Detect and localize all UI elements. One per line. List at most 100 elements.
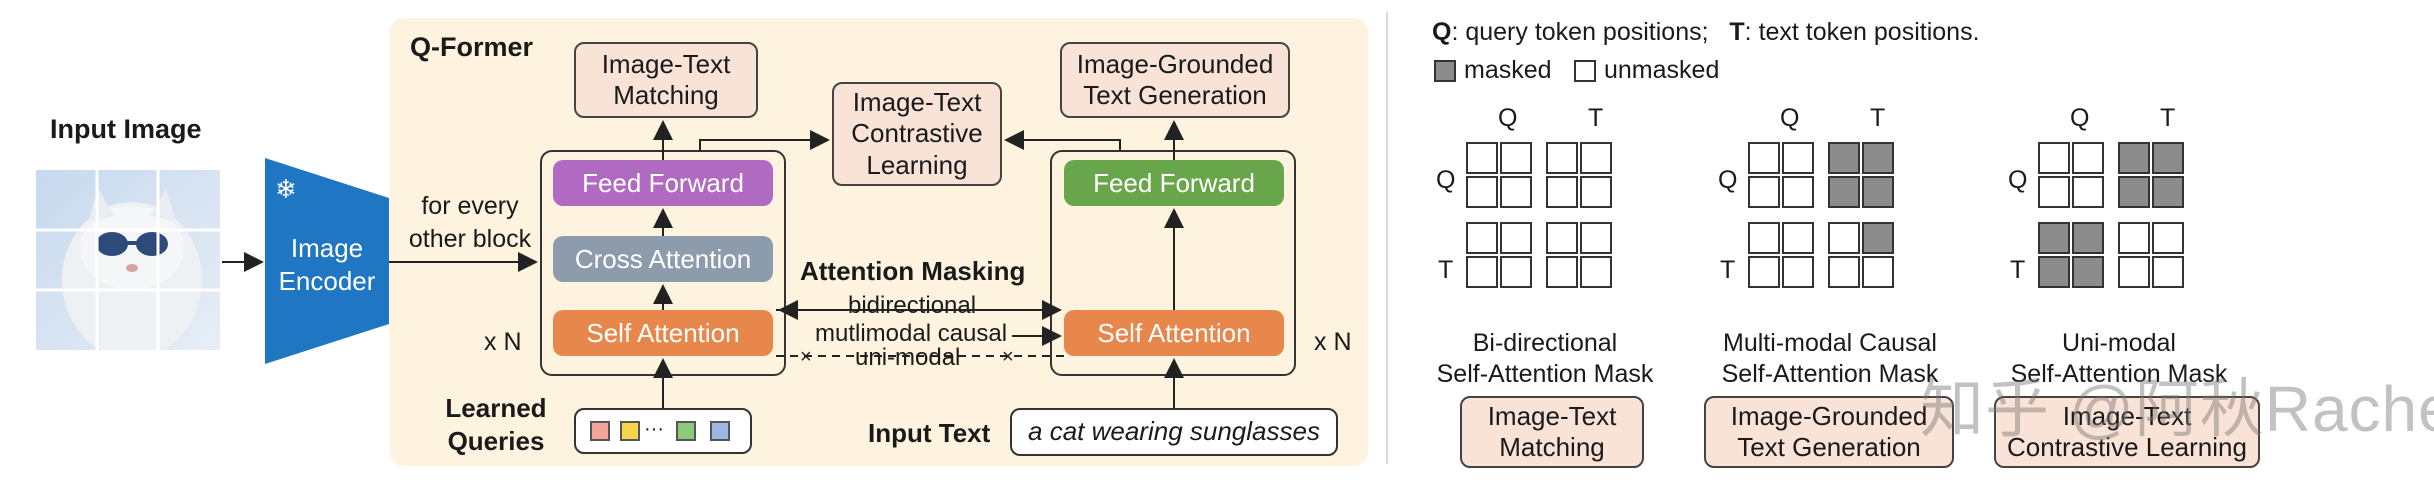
unmasked-cell bbox=[1580, 222, 1612, 254]
unmasked-cell bbox=[1580, 256, 1612, 288]
mask-cell bbox=[2152, 210, 2186, 256]
unmasked-cell bbox=[2038, 176, 2070, 208]
unmasked-cell bbox=[1546, 222, 1578, 254]
legend-masked-label: masked bbox=[1464, 56, 1552, 84]
mask-cell bbox=[1782, 210, 1816, 256]
mask-cell bbox=[1466, 142, 1500, 176]
input-image bbox=[36, 170, 220, 350]
attention-masking-title: Attention Masking bbox=[800, 256, 1026, 286]
bidirectional-label: bidirectional bbox=[848, 292, 977, 319]
mask-cell bbox=[1782, 176, 1816, 210]
mask-cell bbox=[2072, 142, 2106, 176]
mask2-t-row-label: T bbox=[1720, 256, 1736, 284]
mask-cell bbox=[1748, 256, 1782, 290]
query-ellipsis: ··· bbox=[644, 418, 664, 440]
unmasked-cell bbox=[2118, 256, 2150, 288]
unmasked-cell bbox=[2118, 222, 2150, 254]
unmasked-cell bbox=[1466, 176, 1498, 208]
mask-cell bbox=[1748, 210, 1782, 256]
mask-cell bbox=[1862, 210, 1896, 256]
mask-cell bbox=[1534, 210, 1580, 256]
unmasked-cell bbox=[1748, 142, 1780, 174]
masked-cell bbox=[1828, 142, 1860, 174]
masked-cell bbox=[2118, 176, 2150, 208]
mask-cell bbox=[2038, 142, 2072, 176]
mask-cell bbox=[1816, 176, 1862, 210]
xn-right: x N bbox=[1314, 328, 1352, 356]
input-image-label: Input Image bbox=[50, 114, 202, 144]
unmasked-cell bbox=[2152, 222, 2184, 254]
unmasked-cell bbox=[1782, 256, 1814, 288]
query-token-green bbox=[676, 421, 696, 441]
mask-cell bbox=[1580, 176, 1614, 210]
masked-cell bbox=[2038, 256, 2070, 288]
unmasked-cell bbox=[1748, 256, 1780, 288]
mask-cell bbox=[2106, 142, 2152, 176]
masked-cell bbox=[2072, 222, 2104, 254]
svg-text:×: × bbox=[1002, 346, 1014, 368]
legend-unmasked-swatch bbox=[1574, 60, 1596, 82]
query-token-blue bbox=[710, 421, 730, 441]
mask-cell bbox=[1748, 142, 1782, 176]
mask-cell bbox=[1534, 256, 1580, 290]
unmasked-cell bbox=[2072, 176, 2104, 208]
mask1-caption: Bi-directional Self-Attention Mask bbox=[1436, 329, 1654, 389]
feed-forward-left: Feed Forward bbox=[553, 160, 773, 206]
mask3-t-col-label: T bbox=[2160, 104, 2176, 132]
masked-cell bbox=[1828, 176, 1860, 208]
xn-left: x N bbox=[484, 328, 522, 356]
mask3-task: Image-Text Contrastive Learning bbox=[1994, 396, 2260, 468]
mask1-task: Image-Text Matching bbox=[1460, 396, 1644, 468]
unmasked-cell bbox=[1782, 142, 1814, 174]
unmasked-cell bbox=[1580, 142, 1612, 174]
legend-line-1: Q: query token positions; T: text token … bbox=[1432, 18, 1980, 47]
input-text-box: a cat wearing sunglasses bbox=[1010, 408, 1338, 456]
self-attention-left: Self Attention bbox=[553, 310, 773, 356]
mask-cell bbox=[2152, 142, 2186, 176]
unmasked-cell bbox=[1782, 176, 1814, 208]
self-attention-right: Self Attention bbox=[1064, 310, 1284, 356]
mask3-t-row-label: T bbox=[2010, 256, 2026, 284]
masked-cell bbox=[1862, 222, 1894, 254]
mask-cell bbox=[2106, 256, 2152, 290]
qformer-title: Q-Former bbox=[410, 32, 534, 62]
for-every-other-block-label: for every other block bbox=[408, 192, 532, 253]
unmasked-cell bbox=[1782, 222, 1814, 254]
unmasked-cell bbox=[1828, 256, 1860, 288]
legend-q-text: : query token positions; bbox=[1451, 18, 1709, 46]
masked-cell bbox=[2072, 256, 2104, 288]
mask-cell bbox=[1816, 210, 1862, 256]
legend-masked-swatch bbox=[1434, 60, 1456, 82]
itc-box: Image-Text Contrastive Learning bbox=[832, 82, 1002, 186]
image-encoder-label: Image Encoder bbox=[278, 233, 376, 296]
mask1-grid bbox=[1466, 142, 1614, 290]
masked-cell bbox=[1862, 176, 1894, 208]
mask3-caption: Uni-modal Self-Attention Mask bbox=[2010, 329, 2228, 389]
unmasked-cell bbox=[1500, 142, 1532, 174]
mask1-q-col-label: Q bbox=[1498, 104, 1518, 132]
mask-cell bbox=[1534, 142, 1580, 176]
unmasked-cell bbox=[2072, 142, 2104, 174]
mask-cell bbox=[2152, 176, 2186, 210]
mask-cell bbox=[1500, 176, 1534, 210]
learned-queries-label: Learned Queries bbox=[445, 393, 547, 456]
mask-cell bbox=[1466, 176, 1500, 210]
snowflake-icon: ❄ bbox=[275, 174, 297, 204]
legend-q-key: Q bbox=[1432, 18, 1452, 46]
mask3-q-row-label: Q bbox=[2008, 166, 2028, 194]
legend-unmasked-label: unmasked bbox=[1604, 56, 1720, 84]
connector-arrows: × × bbox=[222, 120, 1184, 408]
unmasked-cell bbox=[1500, 176, 1532, 208]
mask2-q-col-label: Q bbox=[1780, 104, 1800, 132]
masked-cell bbox=[1862, 142, 1894, 174]
mask3-q-col-label: Q bbox=[2070, 104, 2090, 132]
mask3-grid bbox=[2038, 142, 2186, 290]
mask-cell bbox=[2106, 176, 2152, 210]
mask-cell bbox=[1782, 256, 1816, 290]
mask-cell bbox=[1466, 210, 1500, 256]
mask-cell bbox=[1500, 256, 1534, 290]
unimodal-label: uni-modal bbox=[855, 344, 961, 371]
unmasked-cell bbox=[1500, 222, 1532, 254]
svg-text:×: × bbox=[800, 346, 812, 368]
unmasked-cell bbox=[1828, 222, 1860, 254]
